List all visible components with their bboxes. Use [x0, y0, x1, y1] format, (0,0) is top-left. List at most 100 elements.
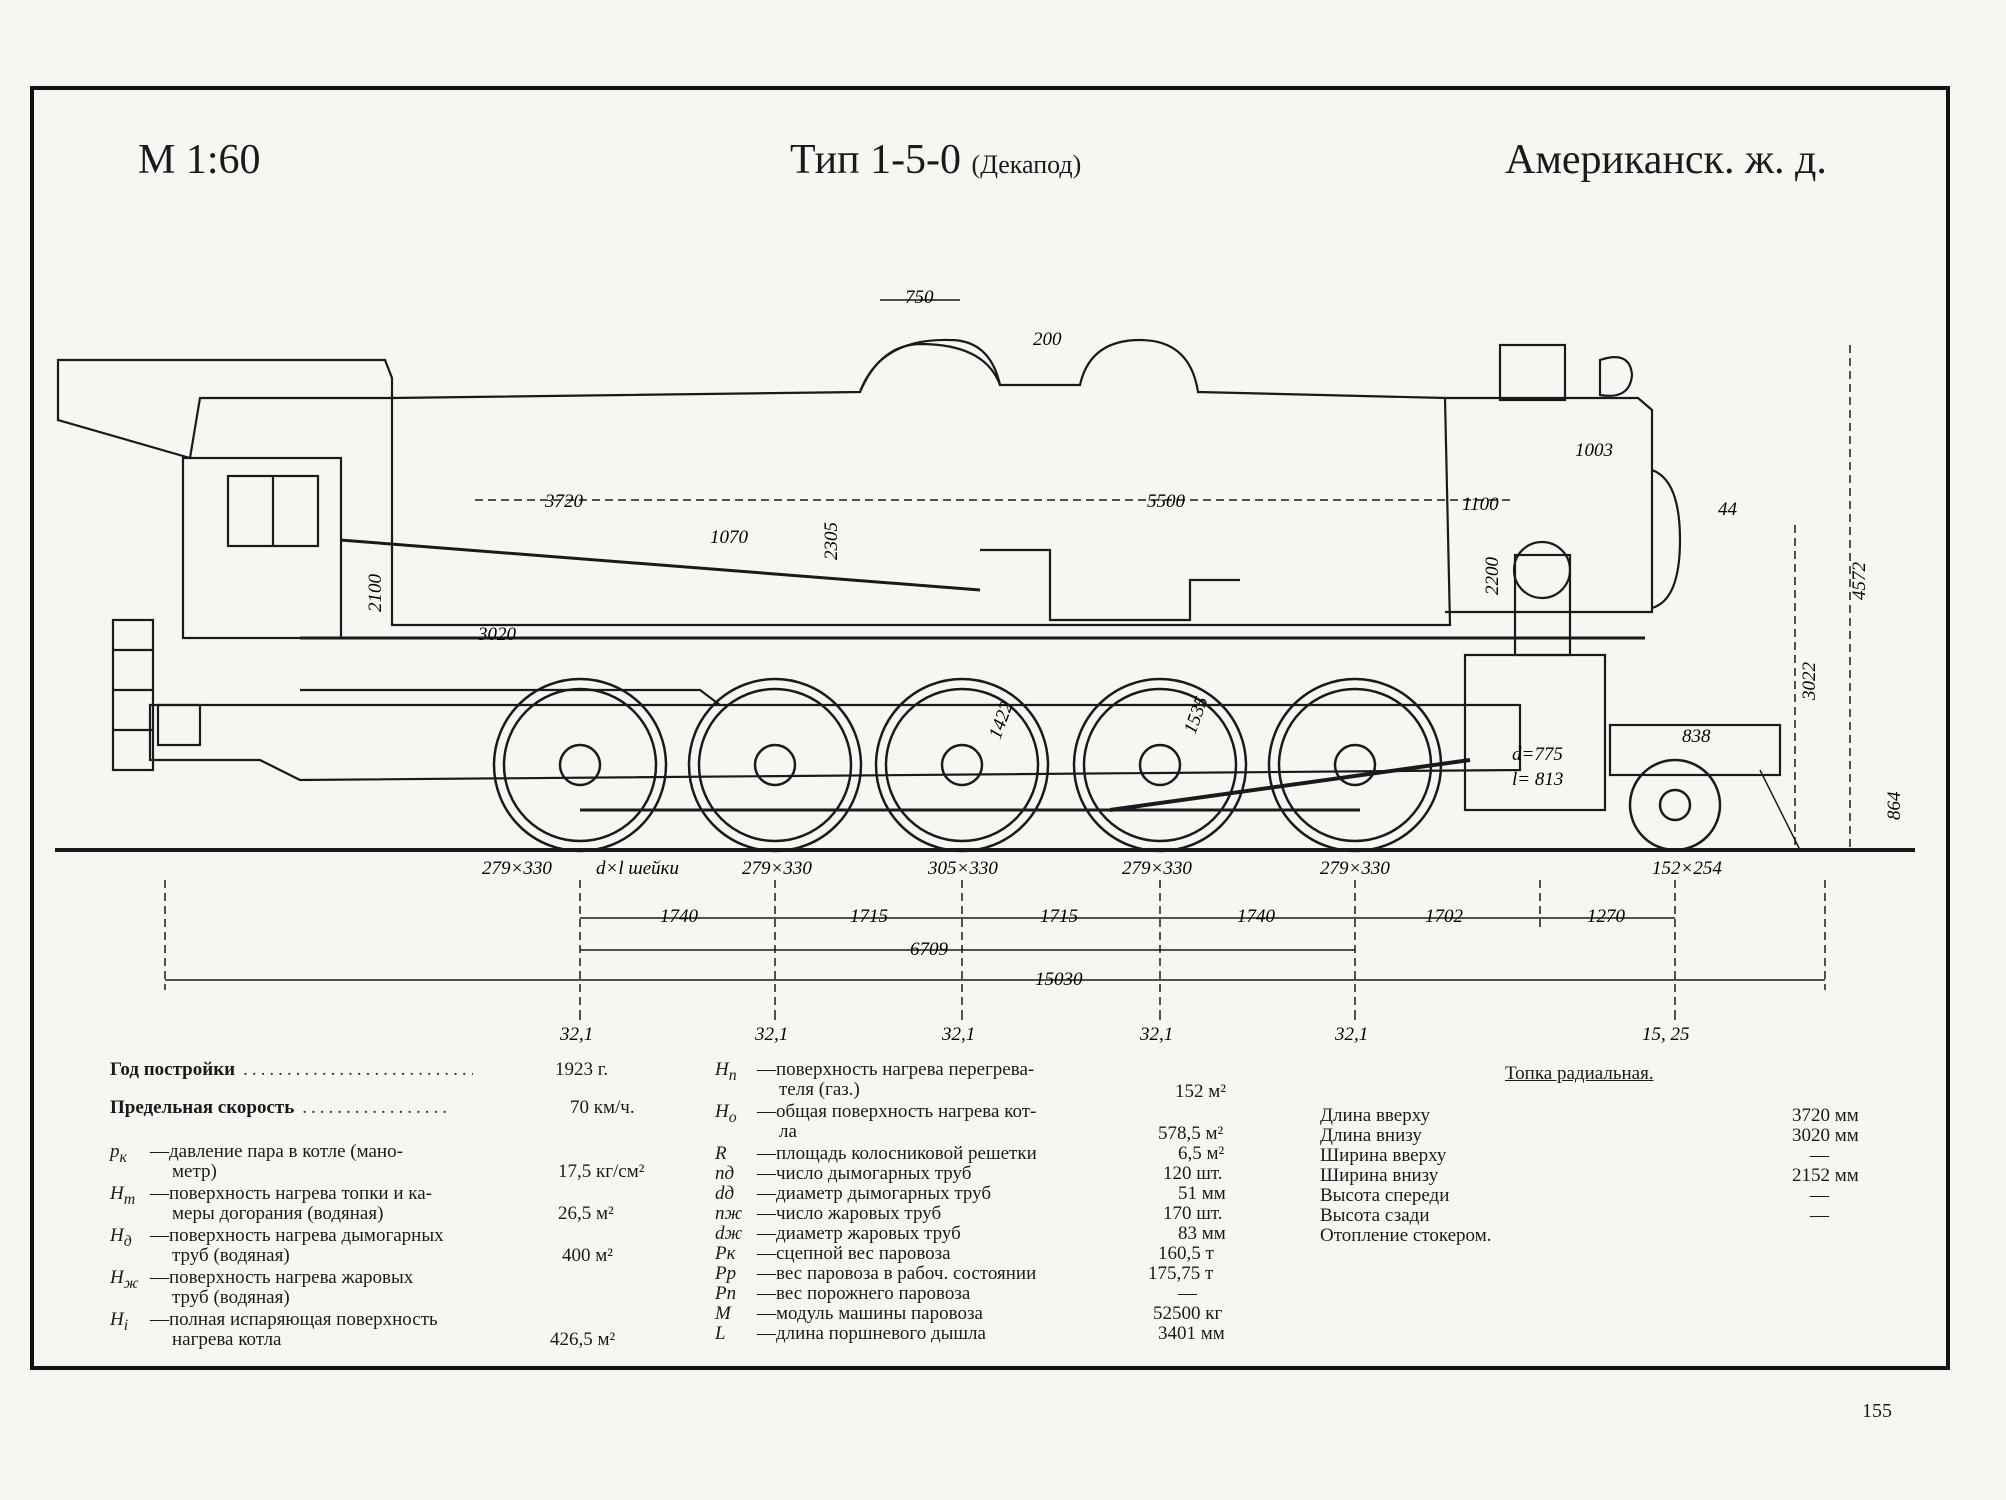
chimney: [1498, 343, 1567, 402]
firebox-l: l= 813: [1512, 769, 1563, 790]
spec-build-year: Год постройки ..........................…: [110, 1059, 609, 1080]
spec-label: —вес паровоза в рабоч. состоянии: [757, 1263, 1037, 1284]
spec-label-2: нагрева котла: [172, 1329, 282, 1350]
spec-middle: Hп —поверхность нагрева перегрева-теля (…: [715, 1060, 1275, 1360]
dim-5500: 5500: [1147, 491, 1186, 512]
wb-1740-b: 1740: [1237, 906, 1276, 927]
journal-2: 279×330: [742, 858, 812, 879]
wb-1715-b: 1715: [1040, 906, 1078, 927]
spec-hp: Hп —поверхность нагрева перегрева-теля (…: [715, 1059, 1226, 1102]
wheel-1: [492, 677, 668, 853]
wb-1702: 1702: [1425, 906, 1464, 927]
type-sub: (Декапод): [971, 150, 1082, 179]
coupled-wheelbase: 6709: [910, 939, 949, 960]
frame: [148, 703, 1522, 782]
firebox-label: Ширина внизу: [1320, 1165, 1439, 1186]
dim-1003: 1003: [1575, 440, 1613, 461]
axle-load-2: 32,1: [754, 1024, 788, 1045]
spec-value: 3401 мм: [1158, 1323, 1225, 1344]
firebox-row: Ширина вверху—: [1320, 1146, 1840, 1166]
firebox-title: Топка радиальная.: [1505, 1063, 1654, 1084]
spec-label: —площадь колосниковой решетки: [757, 1143, 1037, 1164]
spec-label: —вес порожнего паровоза: [757, 1283, 971, 1304]
spec-label-2: метр): [172, 1161, 217, 1182]
dim-3022: 3022: [1799, 662, 1820, 702]
spec-max-speed: Предельная скорость .................. 7…: [110, 1097, 635, 1118]
spec-label-2: ла: [779, 1121, 797, 1142]
journal-4: 279×330: [1122, 858, 1192, 879]
spec-value: 426,5 м²: [550, 1329, 616, 1350]
dim-750: 750: [905, 287, 934, 308]
firebox-value: 2152 мм: [1792, 1165, 1859, 1186]
wb-1270: 1270: [1587, 906, 1626, 927]
dim-200: 200: [1033, 329, 1062, 350]
spec-value: 51 мм: [1178, 1183, 1226, 1204]
locomotive-type: Тип 1-5-0 (Декапод): [790, 136, 1081, 184]
spec-label-2: труб (водяная): [172, 1245, 290, 1266]
firebox-row: Ширина внизу 2152 мм: [1320, 1165, 1859, 1186]
wb-1715-a: 1715: [850, 906, 888, 927]
smokebox: [1445, 396, 1654, 614]
firebox-label: Длина внизу: [1320, 1125, 1422, 1146]
spec-label: —число жаровых труб: [757, 1203, 942, 1224]
spec-label: Предельная скорость: [110, 1097, 295, 1118]
spec-value: 152 м²: [1175, 1081, 1226, 1102]
spec-label: —число дымогарных труб: [757, 1163, 972, 1184]
spec-label: —общая поверхность нагрева кот-: [757, 1101, 1037, 1122]
firebox-row: Высота спереди—: [1320, 1186, 1840, 1206]
spec-ho: Hо —общая поверхность нагрева кот-ла 578…: [715, 1101, 1224, 1144]
firebox-value: —: [1810, 1145, 1829, 1166]
spec-ht: Hт —поверхность нагрева топки и ка-меры …: [110, 1183, 614, 1224]
journal-5: 279×330: [1320, 858, 1390, 879]
cab-roof: [56, 358, 394, 460]
spec-value: 578,5 м²: [1158, 1123, 1224, 1144]
spec-symbol: pк: [110, 1141, 127, 1166]
dim-44: 44: [1718, 499, 1738, 520]
spec-label: —давление пара в котле (мано-: [150, 1141, 403, 1162]
spec-label: —модуль машины паровоза: [757, 1303, 983, 1324]
spec-label: —полная испаряющая поверхность: [150, 1309, 438, 1330]
page-number: 155: [1862, 1400, 1892, 1422]
dimension-labels: 750 200 1003 44 1100 3720 5500 1070 2305…: [365, 287, 1905, 1045]
dim-4572: 4572: [1849, 562, 1870, 601]
dim-838: 838: [1682, 726, 1711, 747]
firebox-value: 3720 мм: [1792, 1105, 1859, 1126]
spec-value: 17,5 кг/см²: [558, 1161, 645, 1182]
spec-label-2: труб (водяная): [172, 1287, 290, 1308]
sheet-frame: [30, 86, 1950, 1370]
axle-load-1: 32,1: [559, 1024, 593, 1045]
journal-6: 152×254: [1652, 858, 1722, 879]
firebox-value: —: [1810, 1205, 1829, 1226]
wheel-2: [687, 677, 863, 853]
spec-value: 52500 кг: [1153, 1303, 1223, 1324]
wheel-5: [1267, 677, 1443, 853]
spec-value: 400 м²: [562, 1245, 613, 1266]
journal-1: 279×330: [482, 858, 552, 879]
spec-label: —диаметр жаровых труб: [757, 1223, 961, 1244]
dim-3020: 3020: [477, 624, 517, 645]
main-rod: [1109, 758, 1471, 812]
firebox-d: d=775: [1512, 744, 1563, 765]
axle-load-4: 32,1: [1139, 1024, 1173, 1045]
spec-value: 70 км/ч.: [570, 1097, 635, 1118]
firebox-label: Высота сзади: [1320, 1205, 1430, 1226]
spec-value: 83 мм: [1178, 1223, 1226, 1244]
spec-pk: pк —давление пара в котле (мано-метр) 17…: [110, 1141, 644, 1182]
spec-label: Год постройки: [110, 1059, 236, 1080]
axle-load-6: 15, 25: [1642, 1024, 1690, 1045]
spec-label: —поверхность нагрева жаровых: [150, 1267, 414, 1288]
steam-pipe: [1513, 553, 1572, 657]
axle-load-3: 32,1: [941, 1024, 975, 1045]
